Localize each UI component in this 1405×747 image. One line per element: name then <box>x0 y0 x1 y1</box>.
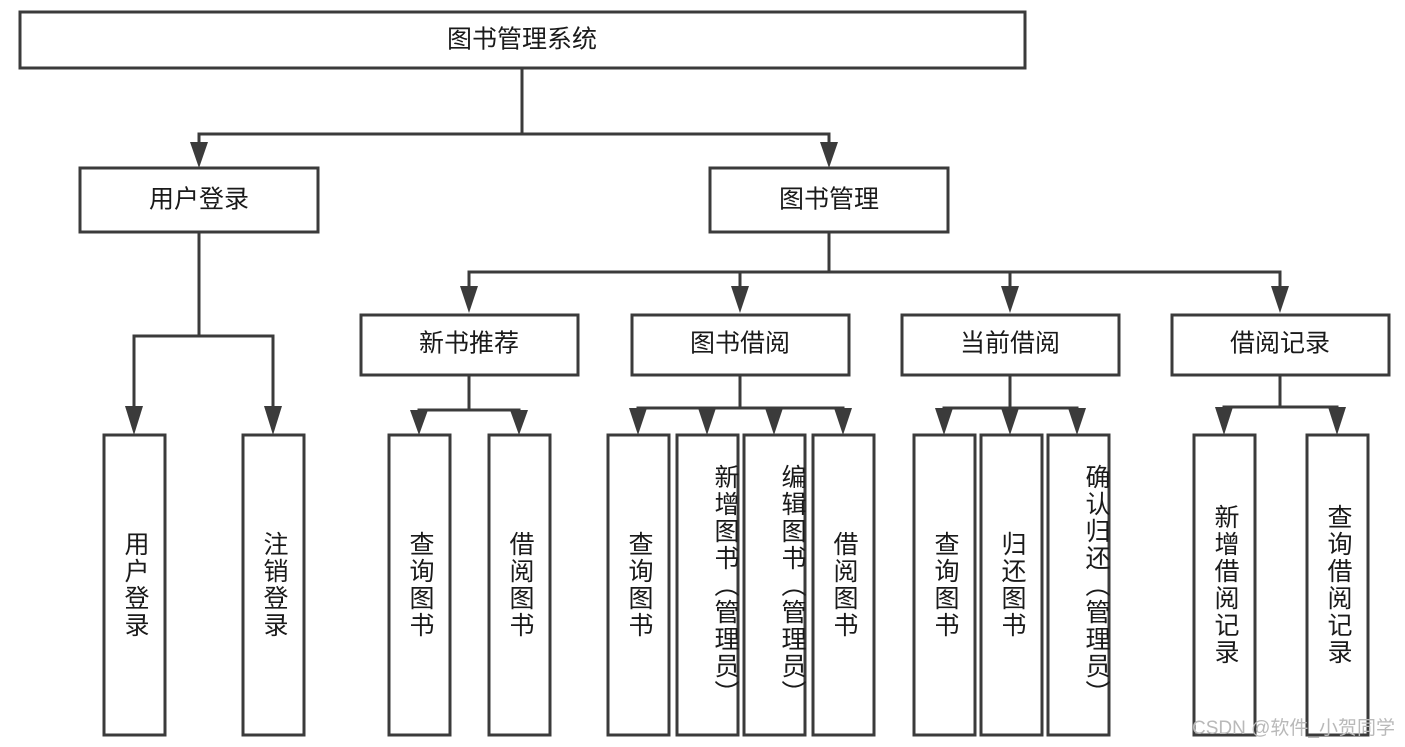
connector-group-root <box>190 66 838 168</box>
node-new-book-recommend[interactable]: 新书推荐 <box>359 313 580 377</box>
arrow-book-manage-child-3-icon <box>1001 286 1019 313</box>
leaf-box-current-borrow-3[interactable] <box>1046 433 1111 737</box>
arrow-borrow-record-leaf-2-icon <box>1328 407 1346 435</box>
node-user-login[interactable]: 用户登录 <box>78 166 320 234</box>
node-new-book-recommend-label: 新书推荐 <box>419 330 519 358</box>
connector-group-user-login <box>125 230 282 435</box>
connector-group-new-book <box>410 373 528 435</box>
node-book-manage[interactable]: 图书管理 <box>708 166 950 234</box>
leaf-box-borrow-record-1[interactable] <box>1192 433 1257 737</box>
node-user-login-box[interactable] <box>78 166 320 234</box>
node-root-box[interactable] <box>18 10 1027 70</box>
connector-group-borrow-record <box>1215 373 1346 435</box>
arrow-book-manage-child-1-icon <box>460 286 478 313</box>
node-book-borrow-label: 图书借阅 <box>690 330 790 358</box>
arrow-book-borrow-leaf-1-icon <box>629 408 647 435</box>
arrow-book-manage-child-2-icon <box>731 286 749 313</box>
csdn-watermark: CSDN @软件_小贺同学 <box>1192 718 1395 739</box>
arrow-current-borrow-leaf-3-icon <box>1068 408 1086 435</box>
leaf-box-book-borrow-2[interactable] <box>675 433 740 737</box>
node-book-borrow[interactable]: 图书借阅 <box>630 313 851 377</box>
leaf-box-user-login-2[interactable] <box>241 433 306 737</box>
node-new-book-recommend-box[interactable] <box>359 313 580 377</box>
node-borrow-record[interactable]: 借阅记录 <box>1170 313 1391 377</box>
node-current-borrow-box[interactable] <box>900 313 1121 377</box>
arrow-new-book-leaf-2-icon <box>510 410 528 435</box>
leaf-box-book-borrow-3[interactable] <box>742 433 807 737</box>
leaf-box-new-book-1[interactable] <box>387 433 452 737</box>
node-borrow-record-box[interactable] <box>1170 313 1391 377</box>
arrow-new-book-leaf-1-icon <box>410 410 428 435</box>
leaf-box-book-borrow-1[interactable] <box>606 433 671 737</box>
node-borrow-record-label: 借阅记录 <box>1230 330 1330 358</box>
arrow-borrow-record-leaf-1-icon <box>1215 407 1233 435</box>
node-root-label: 图书管理系统 <box>447 26 597 54</box>
arrow-current-borrow-leaf-1-icon <box>935 408 953 435</box>
leaf-box-borrow-record-2[interactable] <box>1305 433 1370 737</box>
arrow-user-login-leaf-1-icon <box>125 406 143 435</box>
node-book-manage-box[interactable] <box>708 166 950 234</box>
leaf-box-new-book-2[interactable] <box>487 433 552 737</box>
node-book-manage-label: 图书管理 <box>779 186 879 214</box>
arrow-book-borrow-leaf-4-icon <box>834 408 852 435</box>
node-current-borrow-label: 当前借阅 <box>960 330 1060 358</box>
arrow-root-to-book-manage-icon <box>820 142 838 168</box>
connector-group-current-borrow <box>935 373 1086 435</box>
node-user-login-label: 用户登录 <box>149 186 249 214</box>
leaf-box-current-borrow-1[interactable] <box>912 433 977 737</box>
arrow-book-borrow-leaf-3-icon <box>765 408 783 435</box>
arrow-root-to-user-login-icon <box>190 142 208 168</box>
arrow-book-borrow-leaf-2-icon <box>698 408 716 435</box>
leaf-box-user-login-1[interactable] <box>102 433 167 737</box>
leaf-box-current-borrow-2[interactable] <box>979 433 1044 737</box>
leaf-box-book-borrow-4[interactable] <box>811 433 876 737</box>
node-root[interactable]: 图书管理系统 <box>18 10 1027 70</box>
arrow-user-login-leaf-2-icon <box>264 406 282 435</box>
arrow-current-borrow-leaf-2-icon <box>1001 408 1019 435</box>
node-current-borrow[interactable]: 当前借阅 <box>900 313 1121 377</box>
node-book-borrow-box[interactable] <box>630 313 851 377</box>
connector-group-book-borrow <box>629 373 852 435</box>
arrow-book-manage-child-4-icon <box>1271 286 1289 313</box>
connector-group-book-manage <box>460 230 1289 313</box>
